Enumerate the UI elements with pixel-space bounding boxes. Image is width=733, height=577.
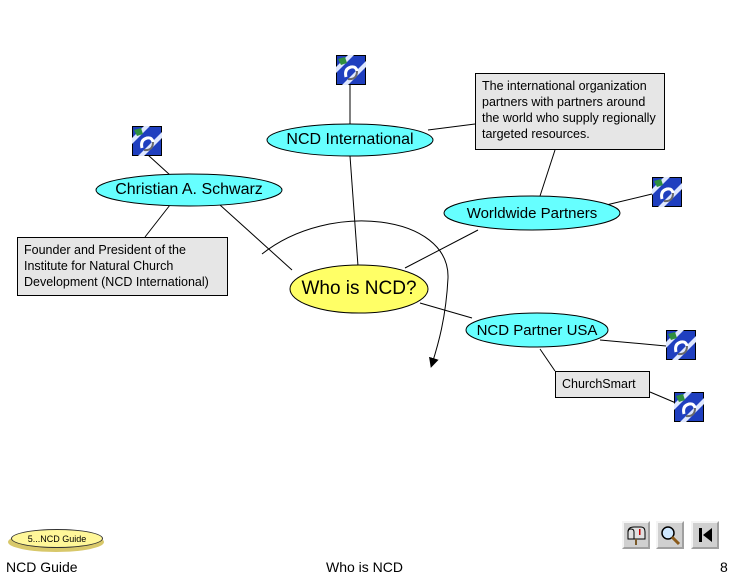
connector-line [427, 123, 476, 131]
connector-line [599, 339, 667, 347]
link-icon[interactable] [336, 55, 366, 85]
footer-center-title: Who is NCD [326, 559, 404, 575]
worldwide-partners-ellipse [443, 195, 621, 231]
connector-line [349, 155, 359, 267]
mailbox-icon[interactable] [622, 521, 650, 549]
curved-arrow [261, 220, 449, 368]
page-number: 8 [720, 559, 728, 575]
node-worldwide-partners[interactable]: Worldwide Partners [466, 204, 598, 222]
center-node-who-is-ncd[interactable]: Who is NCD? [301, 278, 417, 299]
footer-left-title: NCD Guide [6, 559, 78, 575]
link-icon[interactable] [132, 126, 162, 156]
note-churchsmart: ChurchSmart [555, 371, 650, 398]
who-is-ncd-ellipse [289, 264, 429, 314]
connector-line [147, 154, 171, 176]
node-ncd-partner-usa[interactable]: NCD Partner USA [476, 321, 598, 339]
link-icon[interactable] [666, 330, 696, 360]
link-icon[interactable] [674, 392, 704, 422]
link-icon[interactable] [652, 177, 682, 207]
node-ncd-international[interactable]: NCD International [286, 131, 414, 148]
connector-lines [144, 84, 677, 404]
node-christian-schwarz[interactable]: Christian A. Schwarz [115, 181, 263, 198]
ncd-guide-badge[interactable]: 5...NCD Guide [11, 529, 103, 548]
connector-line [144, 204, 171, 238]
connector-line [419, 302, 473, 319]
note-international-organization: The international organization partners … [475, 73, 665, 150]
ncd-partner-usa-ellipse [465, 312, 609, 348]
connector-line [539, 348, 556, 372]
connector-line [404, 229, 479, 269]
first-page-icon[interactable] [691, 521, 719, 549]
connector-line [649, 391, 677, 404]
ncd-international-ellipse [266, 123, 434, 157]
connector-line [601, 193, 653, 207]
connector-line [539, 149, 556, 197]
christian-schwarz-ellipse [95, 173, 283, 207]
note-founder: Founder and President of the Institute f… [17, 237, 228, 296]
connector-line [219, 204, 293, 271]
search-icon[interactable] [656, 521, 684, 549]
